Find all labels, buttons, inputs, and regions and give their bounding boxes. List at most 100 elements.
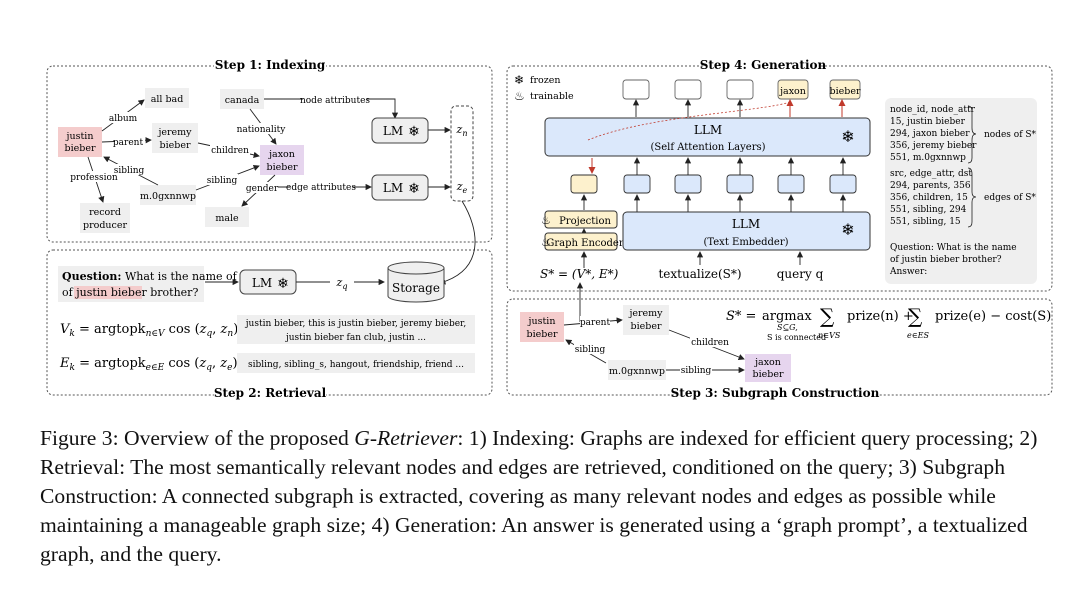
edge-label-nationality: nationality bbox=[237, 125, 287, 135]
caption-prefix: Figure 3: Overview of the proposed bbox=[40, 426, 355, 450]
subgraph-section: justin bieber jeremy bieber m.0gxnnwp ja… bbox=[520, 304, 1051, 382]
sg-jeremy-line1: jeremy bbox=[628, 308, 663, 319]
svg-text:e∈ES: e∈ES bbox=[907, 331, 929, 340]
svg-text:prize(n) +: prize(n) + bbox=[847, 309, 914, 324]
svg-text:551, sibling, 15: 551, sibling, 15 bbox=[890, 217, 961, 227]
flame-icon: ♨ bbox=[541, 214, 551, 227]
node-m0gxnnwp bbox=[140, 185, 196, 205]
snowflake-icon: ❄ bbox=[277, 276, 289, 292]
llm-text-embedder bbox=[622, 211, 871, 251]
node-jeremy-line2: bieber bbox=[160, 140, 191, 151]
svg-text:src, edge_attr, dst: src, edge_attr, dst bbox=[890, 169, 972, 179]
output-token-jaxon: jaxon bbox=[779, 86, 806, 97]
retrieval-title: Step 2: Retrieval bbox=[214, 386, 327, 400]
sg-jaxon-line1: jaxon bbox=[754, 357, 781, 368]
embedding-column bbox=[450, 105, 474, 202]
edge-label-children: children bbox=[211, 146, 249, 156]
vk-result-box bbox=[237, 315, 475, 344]
snowflake-icon: ❄ bbox=[408, 181, 420, 197]
llm-bottom-sub: (Text Embedder) bbox=[703, 237, 788, 248]
node-canada-label: canada bbox=[225, 95, 260, 106]
sg-justin-line1: justin bbox=[528, 316, 556, 327]
node-male-label: male bbox=[215, 213, 239, 224]
sg-node-justin bbox=[520, 312, 564, 342]
llm-bottom-label: LLM bbox=[732, 217, 760, 231]
node-male bbox=[205, 207, 249, 227]
svg-text:argmax: argmax bbox=[762, 309, 812, 324]
node-record-line1: record bbox=[89, 207, 121, 218]
svg-text:∑: ∑ bbox=[820, 304, 835, 328]
svg-text:294, jaxon bieber: 294, jaxon bieber bbox=[890, 129, 970, 139]
vk-result-line2: justin bieber fan club, justin ... bbox=[285, 333, 426, 343]
snowflake-icon: ❄ bbox=[408, 124, 420, 140]
brace-nodes bbox=[967, 105, 977, 164]
vk-formula: Vk = argtopkn∈V cos (zq, zn) bbox=[60, 322, 238, 339]
node-justin-line2: bieber bbox=[65, 143, 96, 154]
node-canada bbox=[220, 89, 264, 109]
figure-caption: Figure 3: Overview of the proposed G-Ret… bbox=[40, 424, 1060, 569]
retrieval-section: Question: What is the name of of justin … bbox=[58, 261, 475, 373]
snowflake-icon: ❄ bbox=[841, 220, 854, 239]
storage-icon: Storage bbox=[387, 261, 445, 303]
textual-nodes: node_id, node_attr 15, justin bieber 294… bbox=[890, 105, 977, 163]
svg-text:356, children, 15: 356, children, 15 bbox=[890, 193, 968, 203]
generation-title: Step 4: Generation bbox=[700, 58, 827, 72]
node-jeremy-line1: jeremy bbox=[157, 127, 192, 138]
flame-icon: ♨ bbox=[514, 89, 525, 103]
textual-question: Question: What is the name of justin bie… bbox=[889, 243, 1017, 277]
sg-justin-line2: bieber bbox=[527, 329, 558, 340]
output-token-bieber: bieber bbox=[830, 86, 861, 97]
svg-text:551, m.0gxnnwp: 551, m.0gxnnwp bbox=[890, 153, 966, 163]
snowflake-icon: ❄ bbox=[841, 127, 854, 146]
svg-text:of justin bieber brother?: of justin bieber brother? bbox=[890, 255, 1002, 265]
storage-label: Storage bbox=[392, 281, 440, 295]
vk-result-line1: justin bieber, this is justin bieber, je… bbox=[245, 319, 466, 329]
node-jaxon-line1: jaxon bbox=[268, 149, 295, 160]
output-tokens bbox=[622, 79, 861, 100]
node-all-bad-label: all bad bbox=[151, 94, 184, 105]
svg-text:Answer:: Answer: bbox=[889, 267, 927, 277]
lm-edges-label: LM bbox=[383, 181, 403, 195]
edge-label-gender: gender bbox=[246, 184, 279, 194]
edge-label-sibling-1: sibling bbox=[114, 166, 145, 176]
node-jaxon-bieber bbox=[260, 145, 304, 175]
sg-node-jaxon bbox=[745, 354, 791, 382]
legend-frozen: frozen bbox=[530, 75, 561, 86]
node-justin-line1: justin bbox=[66, 131, 94, 142]
indexing-title: Step 1: Indexing bbox=[215, 58, 326, 72]
question-highlight-bg bbox=[74, 286, 142, 299]
svg-text:15, justin bieber: 15, justin bieber bbox=[890, 117, 966, 127]
label-edge-attributes: edge attributes bbox=[286, 183, 356, 193]
edges-of-label: edges of S* bbox=[984, 193, 1036, 203]
token-row bbox=[570, 174, 857, 194]
s-star-label: S* = (V*, E*) bbox=[540, 267, 619, 281]
question-line2: of justin bieber brother? bbox=[62, 286, 198, 299]
caption-model-name: G-Retriever bbox=[354, 426, 458, 450]
sg-jaxon-line2: bieber bbox=[753, 369, 784, 380]
figure-diagram: Step 1: Indexing Step 2: Retrieval Step … bbox=[46, 58, 1053, 400]
ek-result-text: sibling, sibling_s, hangout, friendship,… bbox=[248, 360, 464, 370]
question-line1: Question: What is the name of bbox=[62, 270, 238, 283]
legend-trainable: trainable bbox=[530, 91, 574, 102]
svg-text:Question: What is the name: Question: What is the name bbox=[890, 243, 1017, 253]
sg-label-sibling-1: sibling bbox=[575, 345, 606, 355]
projection-box bbox=[544, 210, 618, 229]
generation-section: ❄ frozen ♨ trainable jaxon bieber LLM (S… bbox=[514, 73, 1037, 322]
graph-encoder-box bbox=[544, 232, 618, 251]
arrow-to-storage bbox=[439, 200, 476, 285]
flame-icon: ♨ bbox=[541, 236, 551, 249]
sg-m0g-label: m.0gxnnwp bbox=[609, 366, 665, 377]
node-justin-bieber bbox=[58, 127, 102, 157]
pcst-formula: S* = argmax S⊆G, S is connected ∑ n∈VS p… bbox=[726, 304, 1051, 342]
zq-label: zq bbox=[336, 276, 348, 291]
sg-node-m0g bbox=[608, 360, 666, 380]
node-record-line2: producer bbox=[83, 220, 127, 231]
node-m0g-label: m.0gxnnwp bbox=[140, 191, 196, 202]
textual-edges: src, edge_attr, dst 294, parents, 356 35… bbox=[890, 169, 972, 227]
svg-text:551, sibling, 294: 551, sibling, 294 bbox=[890, 205, 967, 215]
graph-encoder-label: Graph Encoder bbox=[546, 238, 623, 249]
snowflake-icon: ❄ bbox=[514, 73, 524, 87]
edge-label-sibling-2: sibling bbox=[207, 176, 238, 186]
llm-top-sub: (Self Attention Layers) bbox=[650, 142, 765, 153]
ze-label: ze bbox=[456, 180, 468, 195]
